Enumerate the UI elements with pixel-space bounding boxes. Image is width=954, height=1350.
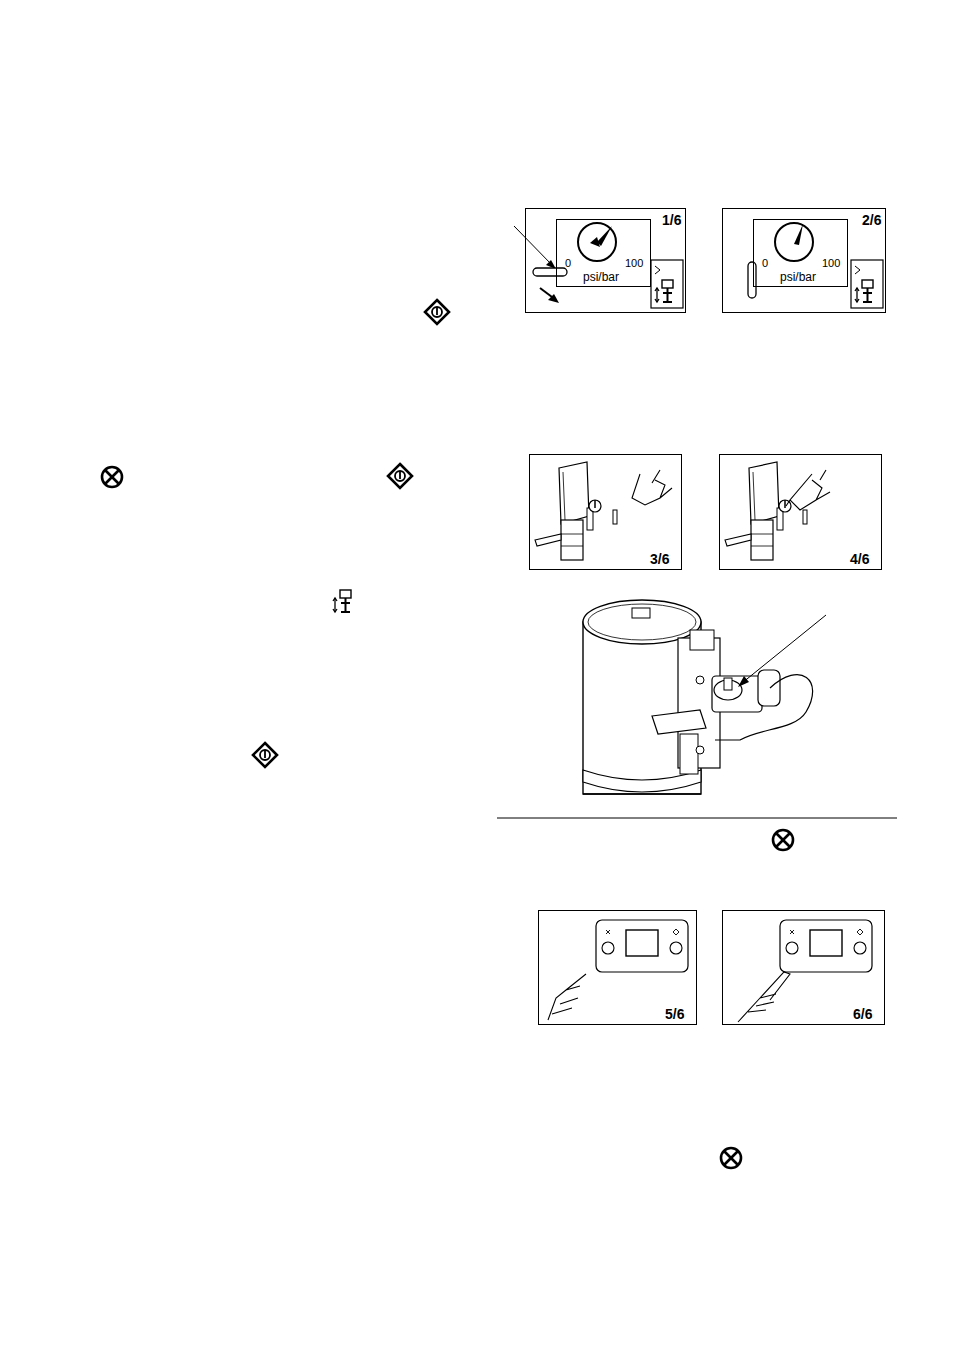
step-number: 5/6: [665, 1007, 684, 1021]
pump: [583, 600, 813, 794]
step-number: 4/6: [850, 552, 869, 566]
step-panel: 6/6: [722, 910, 885, 1025]
gauge-label: 100: [822, 258, 840, 269]
step-number: 2/6: [862, 213, 881, 227]
step-panel: 4/6: [719, 454, 882, 570]
step-panel: 2/6 0 100 psi/bar: [722, 208, 886, 313]
leader-line: [742, 615, 826, 683]
step-number: 1/6: [662, 213, 681, 227]
hand: [786, 470, 830, 510]
leader-line: [514, 226, 553, 266]
step-panel: 3/6: [529, 454, 682, 570]
gauge-frame: 0 100 psi/bar: [556, 219, 651, 287]
hand: [632, 470, 672, 505]
gauge-label: 0: [565, 258, 571, 269]
gauge-label: 100: [625, 258, 643, 269]
separator-rule: [497, 818, 897, 819]
gauge-label: psi/bar: [583, 271, 619, 283]
gauge-frame: 0 100 psi/bar: [753, 219, 848, 287]
gauge-panel-2: [748, 223, 883, 308]
hand: [548, 974, 586, 1020]
step-number: 3/6: [650, 552, 669, 566]
step-panel: 1/6 0 100 psi/bar: [525, 208, 686, 313]
step-panel: 5/6: [538, 910, 697, 1025]
step-number: 6/6: [853, 1007, 872, 1021]
gauge-label: psi/bar: [780, 271, 816, 283]
gauge-label: 0: [762, 258, 768, 269]
hand: [738, 972, 790, 1022]
